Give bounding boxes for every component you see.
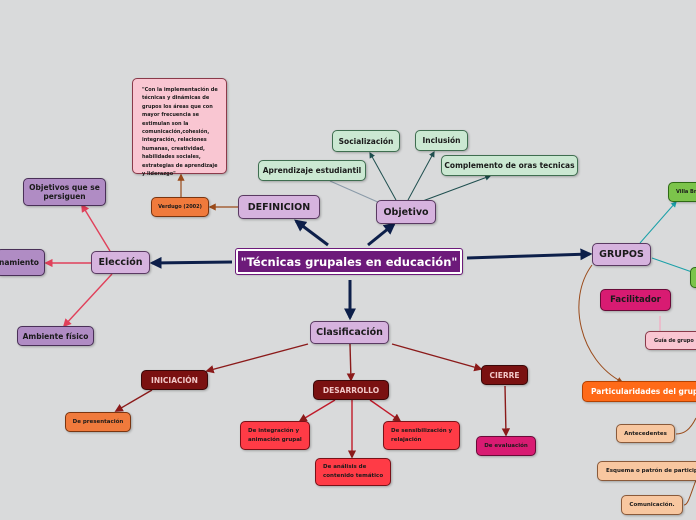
link-particularidades-comunicacion — [683, 479, 696, 506]
grupos-facilitador[interactable]: Facilitador — [600, 289, 671, 311]
link-objetivo-socializacion — [369, 151, 397, 201]
desarrollo-sensibilizacion[interactable]: De sensibilización y relajación — [383, 421, 460, 450]
desarrollo-analisis[interactable]: De análisis de contenido temático — [315, 458, 391, 486]
particularidades-node[interactable]: Particularidades del grupo — [582, 381, 696, 402]
link-central-eleccion — [149, 256, 233, 269]
stage-desarrollo[interactable]: DESARROLLO — [313, 380, 389, 400]
grupos-right-node[interactable] — [690, 267, 696, 288]
link-clasif-iniciacion — [205, 343, 309, 374]
objetivo-inclusion[interactable]: Inclusión — [415, 130, 468, 151]
verdugo-source-node[interactable]: Verdugo (2002) — [151, 197, 209, 217]
link-grupos-particularidades — [578, 264, 624, 383]
stage-iniciacion[interactable]: INICIACIÓN — [141, 370, 208, 390]
link-central-objetivo — [367, 222, 396, 247]
link-clasif-cierre — [391, 343, 483, 372]
objetivo-node[interactable]: Objetivo — [376, 200, 436, 224]
link-objetivo-inclusion — [407, 150, 435, 201]
objetivo-complemento[interactable]: Complemento de oras tecnicas — [441, 155, 578, 176]
link-eleccion-ambiente — [62, 273, 113, 328]
link-eleccion-objetivos — [81, 203, 111, 252]
particularidades-esquema[interactable]: Esquema o patrón de particip — [597, 461, 696, 481]
link-desarrollo-sensibilizacion — [369, 399, 402, 422]
link-central-grupos — [466, 248, 593, 261]
grupos-node[interactable]: GRUPOS — [592, 243, 651, 266]
grupos-guia[interactable]: Guía de grupo — [645, 331, 696, 350]
link-iniciacion-presentacion — [114, 389, 153, 412]
objetivo-socializacion[interactable]: Socialización — [332, 130, 400, 152]
particularidades-comunicacion[interactable]: Comunicación. — [621, 495, 683, 515]
eleccion-namiento[interactable]: namiento — [0, 249, 45, 276]
particularidades-antecedentes[interactable]: Antecedentes — [616, 424, 675, 443]
grupos-villa[interactable]: Villa Br — [668, 182, 696, 202]
link-clasif-desarrollo — [346, 343, 356, 382]
clasificacion-node[interactable]: Clasificación — [310, 321, 389, 344]
link-desarrollo-integracion — [298, 399, 336, 422]
link-grupos-right — [651, 257, 693, 273]
link-cierre-evaluacion — [501, 385, 511, 437]
link-particularidades-antecedentes — [675, 417, 696, 435]
iniciacion-presentacion[interactable]: De presentación — [65, 412, 131, 432]
definicion-quote-node[interactable]: "Con la implementación de técnicas y din… — [132, 78, 227, 177]
link-objetivo-aprendizaje — [329, 180, 381, 204]
definicion-node[interactable]: DEFINICION — [238, 195, 320, 219]
link-objetivo-complemento — [419, 174, 492, 203]
desarrollo-integracion[interactable]: De integración y animación grupal — [240, 421, 310, 450]
link-central-definicion — [294, 219, 329, 247]
eleccion-node[interactable]: Elección — [91, 251, 150, 274]
cierre-evaluacion[interactable]: De evaluación — [476, 436, 536, 456]
eleccion-objetivos[interactable]: Objetivos que se persiguen — [23, 178, 106, 206]
central-topic[interactable]: "Técnicas grupales en educación" — [235, 248, 463, 275]
link-grupos-villa — [639, 201, 677, 244]
objetivo-aprendizaje[interactable]: Aprendizaje estudiantil — [258, 160, 366, 181]
eleccion-ambiente[interactable]: Ambiente físico — [17, 326, 94, 346]
stage-cierre[interactable]: CIERRE — [481, 365, 528, 385]
